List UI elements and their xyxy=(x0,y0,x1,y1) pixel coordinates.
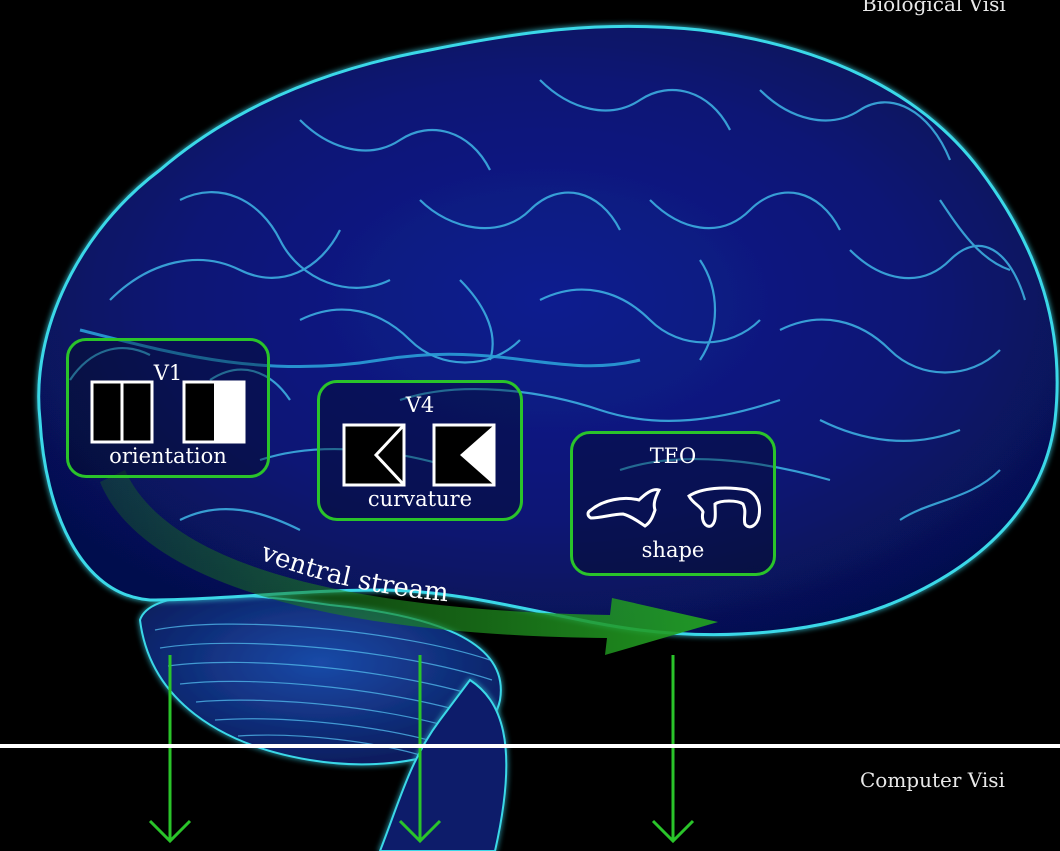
computer-vision-label: Computer Visi xyxy=(860,768,1005,792)
area-name: V4 xyxy=(320,393,520,417)
hook-shape-icon xyxy=(681,482,771,538)
vertical-bars-icon xyxy=(90,380,154,444)
v1-area-box: V1 orientation xyxy=(66,338,270,478)
area-feature: shape xyxy=(573,538,773,562)
half-filled-square-icon xyxy=(182,380,246,444)
curvy-shape-icon xyxy=(583,482,679,538)
teo-area-box: TEO shape xyxy=(570,431,776,576)
area-feature: curvature xyxy=(320,487,520,511)
biological-vision-label: Biological Visi xyxy=(862,0,1006,16)
area-name: TEO xyxy=(573,444,773,468)
v4-area-box: V4 curvature xyxy=(317,380,523,521)
filled-corner-icon xyxy=(432,423,496,487)
open-corner-icon xyxy=(342,423,406,487)
area-feature: orientation xyxy=(69,444,267,468)
